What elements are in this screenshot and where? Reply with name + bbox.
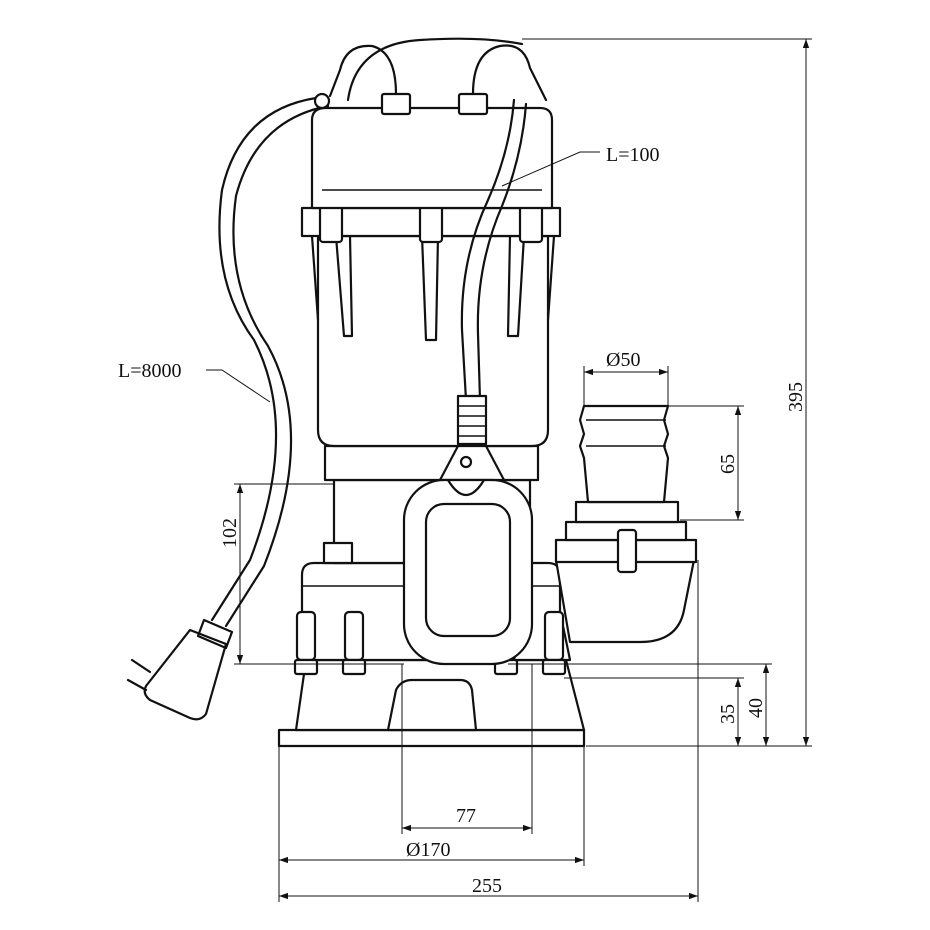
cooling-fins xyxy=(310,234,556,342)
cable-grommet xyxy=(313,92,331,110)
label-power-cable-length: L=8000 xyxy=(118,360,182,382)
label-outlet-height: 65 xyxy=(717,454,739,474)
float-inner xyxy=(424,502,512,638)
outlet-elbow xyxy=(554,558,696,644)
motor-cap xyxy=(310,106,554,210)
dimension-labels: L=100 L=8000 Ø50 65 102 395 35 40 77 Ø17… xyxy=(118,144,807,897)
float-cable xyxy=(460,98,516,402)
label-outlet-center-height: 35 xyxy=(717,704,739,724)
motor-lower-ring xyxy=(323,444,540,482)
float-cable-sleeve xyxy=(456,394,488,446)
plug-pin-2 xyxy=(126,678,148,692)
plug-pin-1 xyxy=(130,658,152,674)
flange-bolts xyxy=(318,198,544,244)
outlet-assembly xyxy=(554,404,698,644)
outlet-bolt xyxy=(616,528,638,574)
label-overall-width: 255 xyxy=(472,875,502,897)
base-plate xyxy=(277,728,586,748)
float-switch xyxy=(402,98,534,666)
label-float-cable-length: L=100 xyxy=(606,144,660,166)
cable-gland-right xyxy=(457,92,489,116)
label-base-diameter: Ø170 xyxy=(406,839,450,861)
label-outlet-diameter: Ø50 xyxy=(606,349,640,371)
label-float-height: 102 xyxy=(219,518,241,548)
power-cable xyxy=(126,92,331,721)
label-total-height: 395 xyxy=(785,382,807,412)
inlet-opening xyxy=(386,678,478,732)
label-float-width: 77 xyxy=(456,805,476,827)
label-flange-height: 40 xyxy=(745,698,767,718)
dimensions xyxy=(206,38,812,902)
cable-gland-left xyxy=(380,92,412,116)
handle-loop xyxy=(328,44,398,98)
